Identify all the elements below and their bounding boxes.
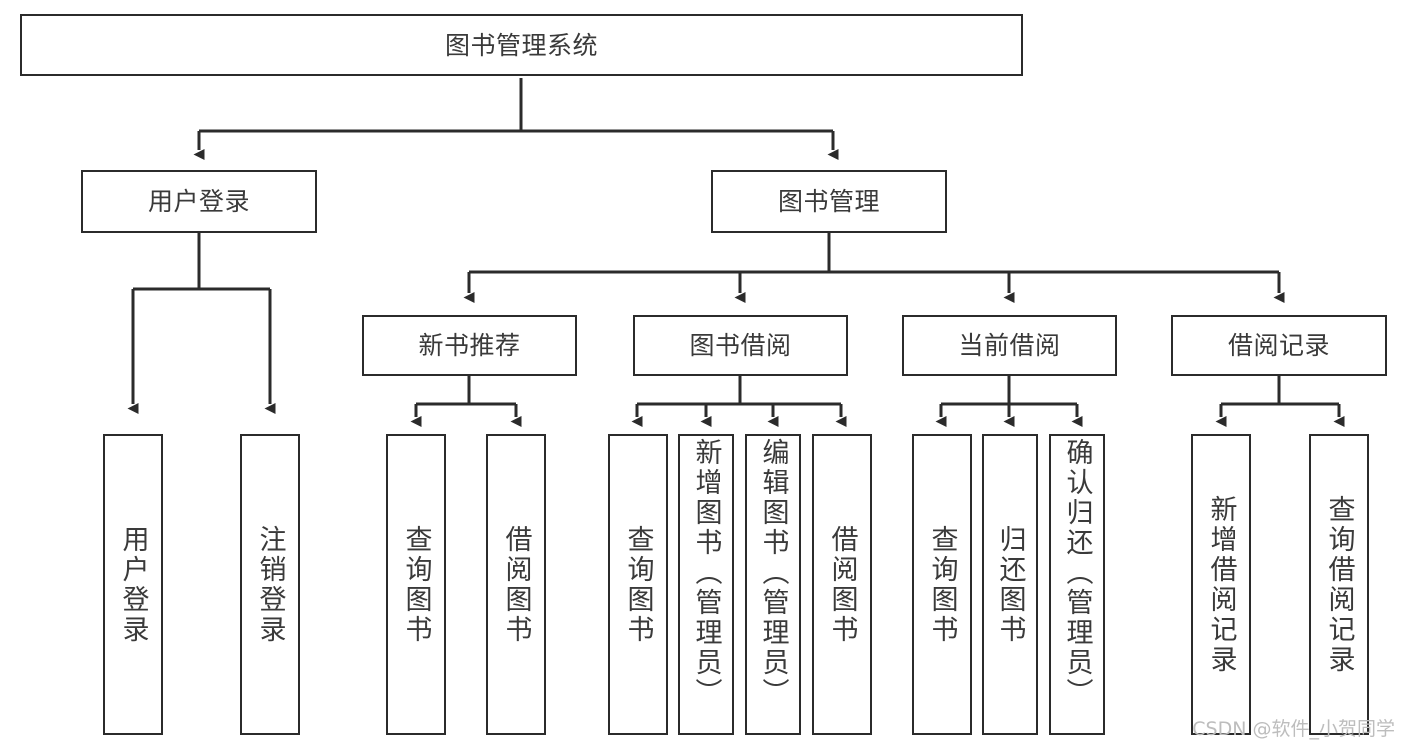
node-label: 编辑图书（管理员） xyxy=(757,438,789,708)
node-borrow-record[interactable]: 借阅记录 xyxy=(1171,315,1387,376)
node-label: 图书管理 xyxy=(777,187,880,216)
node-label: 用户登录 xyxy=(117,524,149,645)
node-label: 图书借阅 xyxy=(689,331,792,360)
node-label: 确认归还（管理员） xyxy=(1061,438,1093,708)
node-label: 新书推荐 xyxy=(418,331,521,360)
node-label: 查询借阅记录 xyxy=(1323,494,1355,675)
node-leaf-query-borrow-record[interactable]: 查询借阅记录 xyxy=(1309,434,1369,735)
node-leaf-logout[interactable]: 注销登录 xyxy=(240,434,300,735)
node-label: 查询图书 xyxy=(926,524,958,645)
node-label: 查询图书 xyxy=(622,524,654,645)
node-book-management[interactable]: 图书管理 xyxy=(711,170,947,233)
node-label: 新增图书（管理员） xyxy=(690,438,722,708)
node-leaf-query-book-current[interactable]: 查询图书 xyxy=(912,434,972,735)
node-label: 借阅记录 xyxy=(1227,331,1330,360)
node-label: 注销登录 xyxy=(254,524,286,645)
node-label: 用户登录 xyxy=(147,187,250,216)
node-leaf-query-book-borrow[interactable]: 查询图书 xyxy=(608,434,668,735)
node-root-book-management-system[interactable]: 图书管理系统 xyxy=(20,14,1023,76)
node-new-book-recommendation[interactable]: 新书推荐 xyxy=(362,315,577,376)
node-leaf-add-book-admin[interactable]: 新增图书（管理员） xyxy=(678,434,734,735)
node-leaf-edit-book-admin[interactable]: 编辑图书（管理员） xyxy=(745,434,801,735)
node-leaf-borrow-book[interactable]: 借阅图书 xyxy=(812,434,872,735)
node-label: 借阅图书 xyxy=(500,524,532,645)
node-leaf-confirm-return-admin[interactable]: 确认归还（管理员） xyxy=(1049,434,1105,735)
node-leaf-add-borrow-record[interactable]: 新增借阅记录 xyxy=(1191,434,1251,735)
node-label: 当前借阅 xyxy=(958,331,1061,360)
watermark-text: CSDN @软件_小贺同学 xyxy=(1192,718,1395,740)
node-book-borrow[interactable]: 图书借阅 xyxy=(633,315,848,376)
node-label: 图书管理系统 xyxy=(444,30,598,60)
node-leaf-return-book[interactable]: 归还图书 xyxy=(982,434,1038,735)
node-leaf-user-login[interactable]: 用户登录 xyxy=(103,434,163,735)
node-leaf-query-book-newbook[interactable]: 查询图书 xyxy=(386,434,446,735)
node-label: 新增借阅记录 xyxy=(1205,494,1237,675)
node-label: 查询图书 xyxy=(400,524,432,645)
node-leaf-borrow-book-newbook[interactable]: 借阅图书 xyxy=(486,434,546,735)
node-user-login[interactable]: 用户登录 xyxy=(81,170,317,233)
node-label: 借阅图书 xyxy=(826,524,858,645)
node-label: 归还图书 xyxy=(994,524,1026,645)
node-current-borrow[interactable]: 当前借阅 xyxy=(902,315,1117,376)
